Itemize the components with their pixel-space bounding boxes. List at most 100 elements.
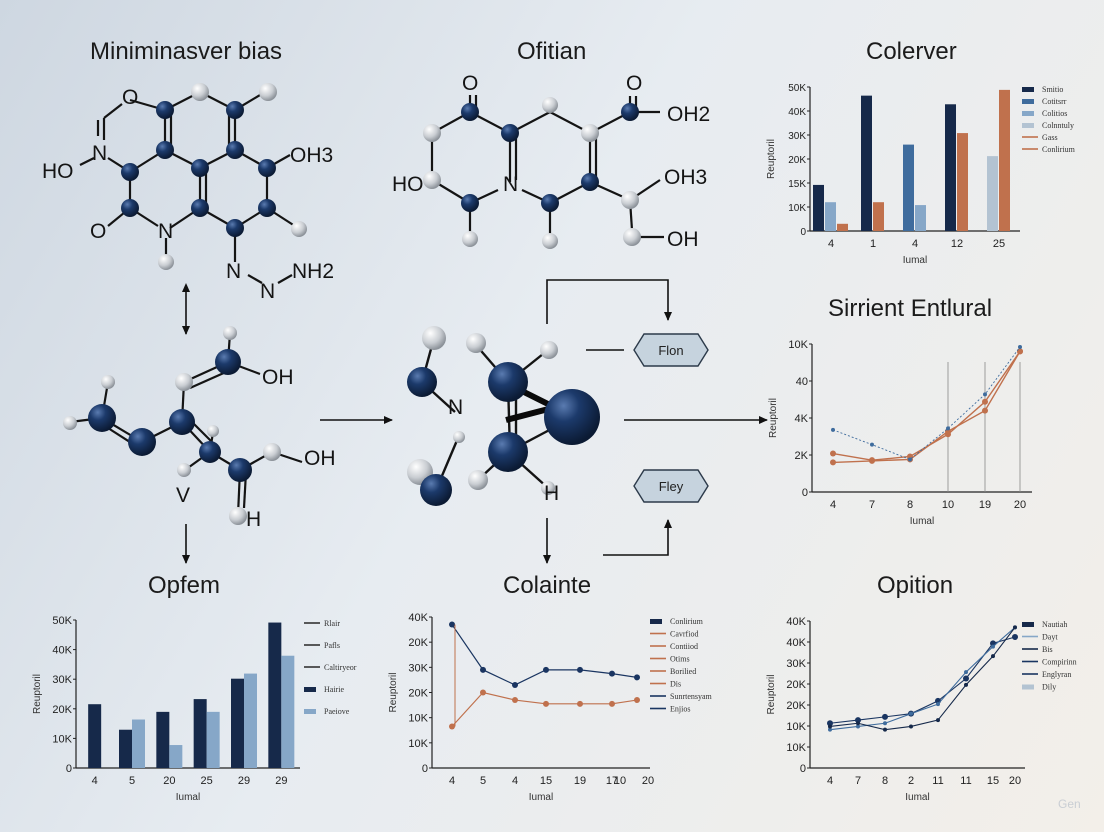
y-axis-label: Reuptoril [388,672,399,712]
flow-node-flon-label: Flon [658,343,683,358]
y-tick-label: 10K [786,742,806,754]
x-tick-label: 5 [129,775,135,787]
x-tick-label: 4 [827,775,833,787]
series-line [832,346,1021,460]
x-tick-label: 25 [993,238,1005,250]
x-tick-label: 8 [882,775,888,787]
data-point [908,457,912,462]
bar [987,156,998,231]
m3-h: H [246,508,261,531]
legend-label: Nautiah [1042,620,1067,629]
legend-swatch [1022,111,1034,116]
data-point [946,426,950,431]
y-tick-label: 40K [408,612,428,624]
data-point [1013,625,1017,630]
x-tick-label: 20 [1014,499,1026,511]
legend-swatch [1022,684,1034,690]
bar [244,673,257,768]
data-point [869,457,875,464]
legend-label: Conlirium [670,617,704,626]
legend-label: Pafls [324,641,340,650]
flow-arrows [182,279,768,564]
m2-oh: OH [667,228,699,251]
m2-n: N [503,173,518,196]
data-point [964,682,968,687]
data-point [577,666,583,673]
m3-oh-bottom: OH [304,447,336,470]
legend-label: Dis [670,680,681,689]
y-tick-label: 0 [802,487,808,499]
m1-n-hyd1: N [226,260,241,283]
data-point [512,681,518,688]
m1-nh2: NH2 [292,260,334,283]
legend-label: Dily [1042,683,1056,692]
x-tick-label: 7 [855,775,861,787]
x-tick-label: 4 [512,775,518,787]
data-point [991,644,995,649]
molecule-top-left [79,91,299,284]
x-axis-label: Iumal [176,792,200,803]
legend-label: Contiiod [670,642,698,651]
m1-oh3: OH3 [290,144,333,167]
data-point [1018,344,1022,349]
y-tick-label: 40K [788,107,806,118]
y-tick-label: 20K [408,637,428,649]
x-axis-label: Iumal [905,792,929,803]
bar [206,711,220,768]
m2-o-right: O [626,72,642,95]
y-tick-label: 40K [786,616,806,628]
x-tick-label: 2 [908,775,914,787]
legend-swatch [1022,123,1034,128]
data-point [856,721,860,726]
m1-n-left: N [92,142,107,165]
x-tick-label: 11 [932,775,943,787]
bar [813,184,824,231]
flow-node-flon[interactable]: Flon [633,333,709,367]
data-point [828,724,832,729]
y-tick-label: 20K [788,155,806,166]
data-point [963,675,969,682]
legend-swatch [1022,87,1034,92]
m1-o-bottom: O [90,220,106,243]
x-tick-label: 29 [275,775,287,787]
y-tick-label: 15K [788,179,806,190]
m1-ho: HO [42,160,74,183]
x-tick-label: 25 [201,775,213,787]
x-tick-label: 20 [1009,775,1021,787]
data-point [883,727,887,732]
legend-label: Compirinn [1042,658,1077,667]
series-line [829,636,1016,724]
x-tick-label: 4 [449,775,455,787]
y-axis-label: Reuptoril [766,674,777,714]
data-point [480,666,486,673]
m1-n-hyd2: N [260,280,275,303]
bar [268,622,282,768]
legend-label: Colitios [1042,109,1067,118]
bar [903,144,914,231]
x-tick-label: 12 [951,238,963,250]
legend-label: Conlirium [1042,145,1076,154]
legend-label: Hairie [324,685,344,694]
title-bottom-right: Opition [877,572,953,599]
x-tick-label: 11 [960,775,971,787]
y-tick-label: 20K [786,679,806,691]
legend-label: Cavrfiod [670,630,698,639]
legend-label: Enjios [670,705,690,714]
data-point [449,723,455,730]
x-tick-label: 4 [830,499,836,511]
x-tick-label: 1 [870,238,876,250]
legend-label: Otims [670,655,690,664]
series-line [451,691,638,727]
data-point [983,392,987,397]
y-axis-label: Reuptoril [768,398,779,438]
x-tick-label: 4 [828,238,834,250]
bar [193,699,207,768]
flow-node-fley[interactable]: Fley [633,469,709,503]
y-tick-label: 40K [52,645,72,657]
y-tick-label: 50K [52,615,72,627]
data-point [830,450,836,457]
m2-o-left: O [462,72,478,95]
y-tick-label: 20K [52,704,72,716]
x-tick-label: 4 [92,775,98,787]
